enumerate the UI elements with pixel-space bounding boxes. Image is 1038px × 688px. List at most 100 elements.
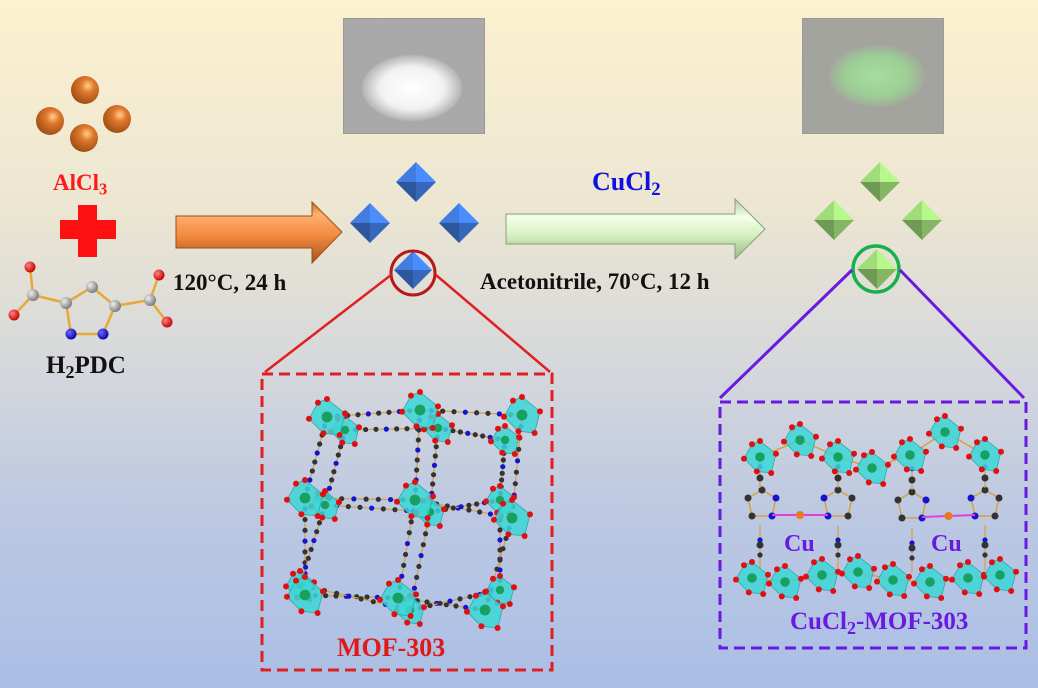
oxygen-atom: [153, 269, 165, 281]
carbon-atom: [27, 289, 39, 301]
atom: [848, 494, 856, 502]
atom: [778, 593, 785, 600]
atom: [411, 585, 418, 591]
atom: [402, 551, 409, 558]
atom: [314, 513, 321, 519]
atom: [369, 505, 375, 511]
atom: [297, 568, 303, 574]
atom: [302, 527, 308, 533]
atom: [966, 453, 972, 460]
cucl2-text: CuCl: [592, 167, 652, 196]
atom: [496, 411, 502, 417]
atom: [418, 552, 424, 559]
atom: [749, 441, 755, 448]
cucl2-mof303-magnifier: [718, 244, 1028, 650]
atom: [934, 416, 940, 423]
atom: [981, 573, 987, 580]
atom: [335, 452, 341, 458]
atom: [307, 477, 313, 483]
atom: [427, 602, 433, 609]
atom: [506, 601, 513, 607]
atom: [978, 466, 985, 473]
atom: [320, 491, 326, 498]
atom: [435, 403, 441, 410]
octahedron-crystal: [902, 200, 942, 240]
atom: [298, 608, 305, 615]
atom: [358, 596, 364, 602]
atom: [403, 482, 409, 489]
al-polyhedron: [966, 436, 1004, 474]
atom: [357, 504, 363, 510]
atom: [898, 514, 906, 522]
oxygen-atom: [24, 261, 36, 273]
cucl2-mof303-prefix: CuCl: [790, 608, 847, 635]
nitrogen-atom: [97, 328, 109, 340]
atom: [467, 594, 473, 600]
atom: [284, 593, 290, 600]
al-polyhedron: [781, 421, 819, 459]
atom: [424, 521, 431, 528]
atom: [753, 468, 760, 475]
atom: [457, 596, 463, 602]
atom: [302, 477, 308, 483]
atom: [457, 429, 463, 435]
atom: [861, 452, 867, 459]
atom: [497, 573, 503, 579]
atom: [781, 438, 787, 445]
atom: [923, 448, 929, 455]
atom: [819, 556, 825, 562]
atom: [869, 449, 875, 455]
atom: [466, 507, 472, 513]
atom: [414, 467, 420, 473]
al-polyhedron: [394, 479, 436, 521]
atom: [376, 410, 382, 416]
carbon-atom: [144, 294, 156, 306]
atom: [797, 421, 803, 427]
atom: [513, 469, 520, 475]
atom: [853, 466, 859, 473]
atom: [430, 481, 436, 487]
atom: [329, 477, 335, 483]
atom: [497, 567, 503, 573]
atom: [416, 621, 423, 627]
atom: [976, 591, 983, 597]
al-polyhedron: [949, 559, 987, 597]
atom: [351, 441, 358, 447]
al-polyhedron: [766, 563, 804, 601]
nitrogen-atom: [65, 328, 77, 340]
h2pdc-atoms: [8, 261, 173, 340]
pyrazole-ring: [967, 486, 1003, 520]
atom: [284, 496, 290, 503]
atom: [772, 494, 780, 502]
atom: [531, 430, 538, 436]
atom: [399, 408, 405, 415]
al-polyhedron: [488, 423, 522, 457]
mof303-powder-photo: [343, 18, 485, 134]
atom: [320, 430, 327, 437]
atom: [938, 443, 945, 450]
oxygen-atom: [8, 309, 20, 321]
cu-label-left: Cu: [784, 531, 815, 557]
octahedron-crystal: [860, 162, 900, 202]
atom: [311, 537, 317, 544]
atom: [527, 511, 533, 518]
atom: [386, 580, 392, 587]
atom: [431, 462, 438, 468]
atom: [465, 430, 471, 436]
atom: [392, 507, 398, 513]
atom: [744, 494, 752, 502]
atom: [501, 413, 507, 420]
atom: [422, 531, 429, 537]
atom: [334, 590, 340, 596]
atom: [957, 562, 963, 569]
atom: [901, 593, 908, 599]
atom: [758, 486, 766, 494]
atom: [453, 603, 459, 609]
atom: [363, 426, 369, 433]
atom: [855, 553, 861, 559]
atom: [370, 599, 376, 605]
atom: [882, 564, 888, 571]
atom: [478, 623, 485, 630]
atom: [515, 428, 522, 435]
